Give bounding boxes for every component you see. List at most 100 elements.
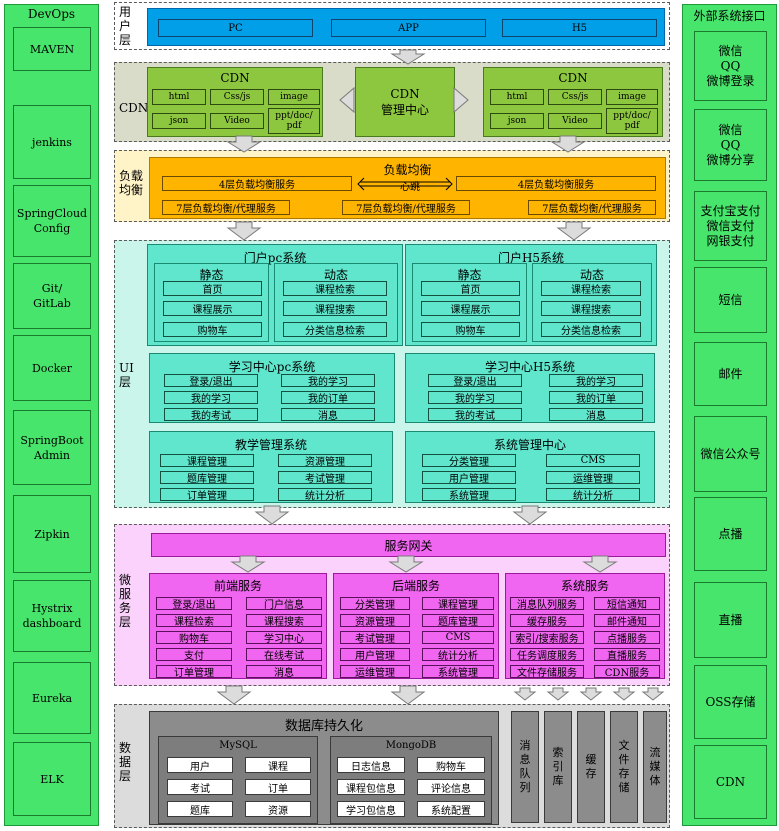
cdn-cell-cssjs: Css/js [548,89,602,105]
back-service-item: 运维管理 [340,665,410,679]
front-service-label: 消息 [274,668,294,679]
arrow-down [388,555,424,573]
learn-pc-item-label: 登录/退出 [189,377,233,388]
lb-l7-label: 7层负载均衡/代理服务 [356,204,456,215]
sysmgr-item: 用户管理 [422,471,516,485]
front-service-item: 消息 [246,665,322,679]
sysmgr-panel: 系统管理中心 分类管理 CMS 用户管理 运维管理 系统管理 统计分析 [405,431,655,503]
store-streaming-media: 流 媒 体 [643,711,667,823]
portal-h5-dynamic-item: 课程检索 [541,281,641,296]
mongodb-collection: 学习包信息 [337,801,405,817]
arrow-down [226,135,262,153]
portal-pc-dynamic-item: 课程检索 [283,281,387,296]
arrow-right [453,86,469,114]
arrow-down [641,687,665,701]
devops-item-label: Zipkin [34,527,70,541]
external-item-oss: OSS存储 [694,665,767,739]
front-service-item: 支付 [156,648,232,662]
sysmgr-item: 分类管理 [422,454,516,468]
cdn-right-panel: CDN html Css/js image json Video ppt/doc… [483,67,663,137]
front-service-label: 订单管理 [174,668,214,679]
lb-title: 负载均衡 [383,163,432,177]
cdn-cell-cssjs: Css/js [210,89,264,105]
store-index: 索 引 库 [544,711,572,823]
lb-l4-label: 4层负载均衡服务 [218,180,296,191]
learn-h5-panel: 学习中心H5系统 登录/退出 我的学习 我的学习 我的订单 我的考试 消息 [405,353,655,423]
arrow-down [512,505,548,525]
sysmgr-item-label: 运维管理 [573,474,613,485]
teach-item-label: 统计分析 [305,491,345,502]
arrow-down [254,505,290,525]
sysmgr-item: CMS [546,454,640,467]
back-service-item: 题库管理 [422,614,494,628]
system-service-label: 点播服务 [607,634,647,645]
portal-h5-static-item-label: 课程展示 [450,305,491,316]
cdn-cell-label: Css/js [561,92,589,102]
store-label: 消 息 队 列 [519,739,531,794]
back-service-label: 资源管理 [355,617,395,628]
back-services-title: 后端服务 [391,579,440,593]
learn-h5-title: 学习中心H5系统 [484,360,576,374]
cdn-right-title: CDN [558,71,588,85]
cdn-cell-video: Video [548,113,602,129]
portal-pc-static-item: 购物车 [163,322,262,337]
teach-item-label: 题库管理 [187,474,227,485]
back-service-label: 运维管理 [355,668,395,679]
mongodb-collection-label: 课程包信息 [346,783,396,795]
devops-item-springboot-admin: SpringBoot Admin [13,410,91,485]
portal-h5-dynamic: 动态 课程检索 课程搜索 分类信息检索 [532,263,652,342]
cdn-left-panel: CDN html Css/js image json Video ppt/doc… [147,67,323,137]
cdn-cell-docs: ppt/doc/ pdf [268,108,320,134]
arrow-down [550,135,586,153]
store-label: 文 件 存 储 [618,739,630,794]
store-label: 索 引 库 [552,746,564,787]
portal-pc-dynamic: 动态 课程检索 课程搜索 分类信息检索 [274,263,398,342]
mysql-table: 用户 [167,757,233,773]
back-service-label: 用户管理 [355,651,395,662]
portal-pc-static-item-label: 首页 [202,285,223,296]
cdn-cell-html: html [490,89,544,105]
mysql-table: 资源 [245,801,311,817]
user-layer-label: 用 户 层 [119,5,132,47]
lb-l4-left: 4层负载均衡服务 [162,176,352,191]
sysmgr-item: 运维管理 [546,471,640,485]
portal-h5-dynamic-title: 动态 [579,268,604,282]
portal-h5-static-item-label: 首页 [460,285,481,296]
external-item-label: 点播 [718,526,743,541]
store-file-storage: 文 件 存 储 [610,711,638,823]
external-item-label: 微信 QQ 微博登录 [706,43,755,88]
cdn-cell-label: Video [224,116,250,126]
system-service-item: 直播服务 [594,648,660,662]
back-service-item: 分类管理 [340,597,410,611]
learn-pc-panel: 学习中心pc系统 登录/退出 我的学习 我的学习 我的订单 我的考试 消息 [149,353,395,423]
arrow-down [216,685,252,705]
external-item-label: 邮件 [718,366,743,381]
mongodb-collection-label: 评论信息 [431,783,471,795]
portal-h5-static-title: 静态 [457,268,482,282]
cdn-cell-label: json [169,116,189,126]
front-service-item: 订单管理 [156,665,232,679]
learn-h5-item: 我的学习 [428,391,522,405]
back-service-label: 课程管理 [438,600,478,611]
lb-l4-label: 4层负载均衡服务 [517,180,595,191]
portal-h5-dynamic-item-label: 分类信息检索 [561,326,621,337]
portal-h5-static-item-label: 购物车 [455,326,486,337]
front-service-label: 门户信息 [264,600,304,611]
learn-pc-item: 我的学习 [164,391,258,405]
mongodb-collection: 评论信息 [417,779,485,795]
cdn-cell-label: json [507,116,527,126]
devops-item-docker: Docker [13,335,91,401]
teach-item: 课程管理 [160,454,254,468]
cdn-cell-label: Css/js [223,92,251,102]
portal-pc-static: 静态 首页 课程展示 购物车 [154,263,269,342]
service-gateway-label: 服务网关 [384,538,433,553]
external-item-label: 支付宝支付 微信支付 网银支付 [700,203,761,248]
devops-item-hystrix-dashboard: Hystrix dashboard [13,580,91,652]
mongodb-collection: 系统配置 [417,801,485,817]
learn-h5-item-label: 我的订单 [576,394,616,405]
learn-pc-item-label: 我的考试 [191,411,231,422]
ms-layer-label: 微 服 务 层 [119,573,132,629]
external-item-live: 直播 [694,582,767,658]
learn-pc-item: 我的考试 [164,408,258,422]
